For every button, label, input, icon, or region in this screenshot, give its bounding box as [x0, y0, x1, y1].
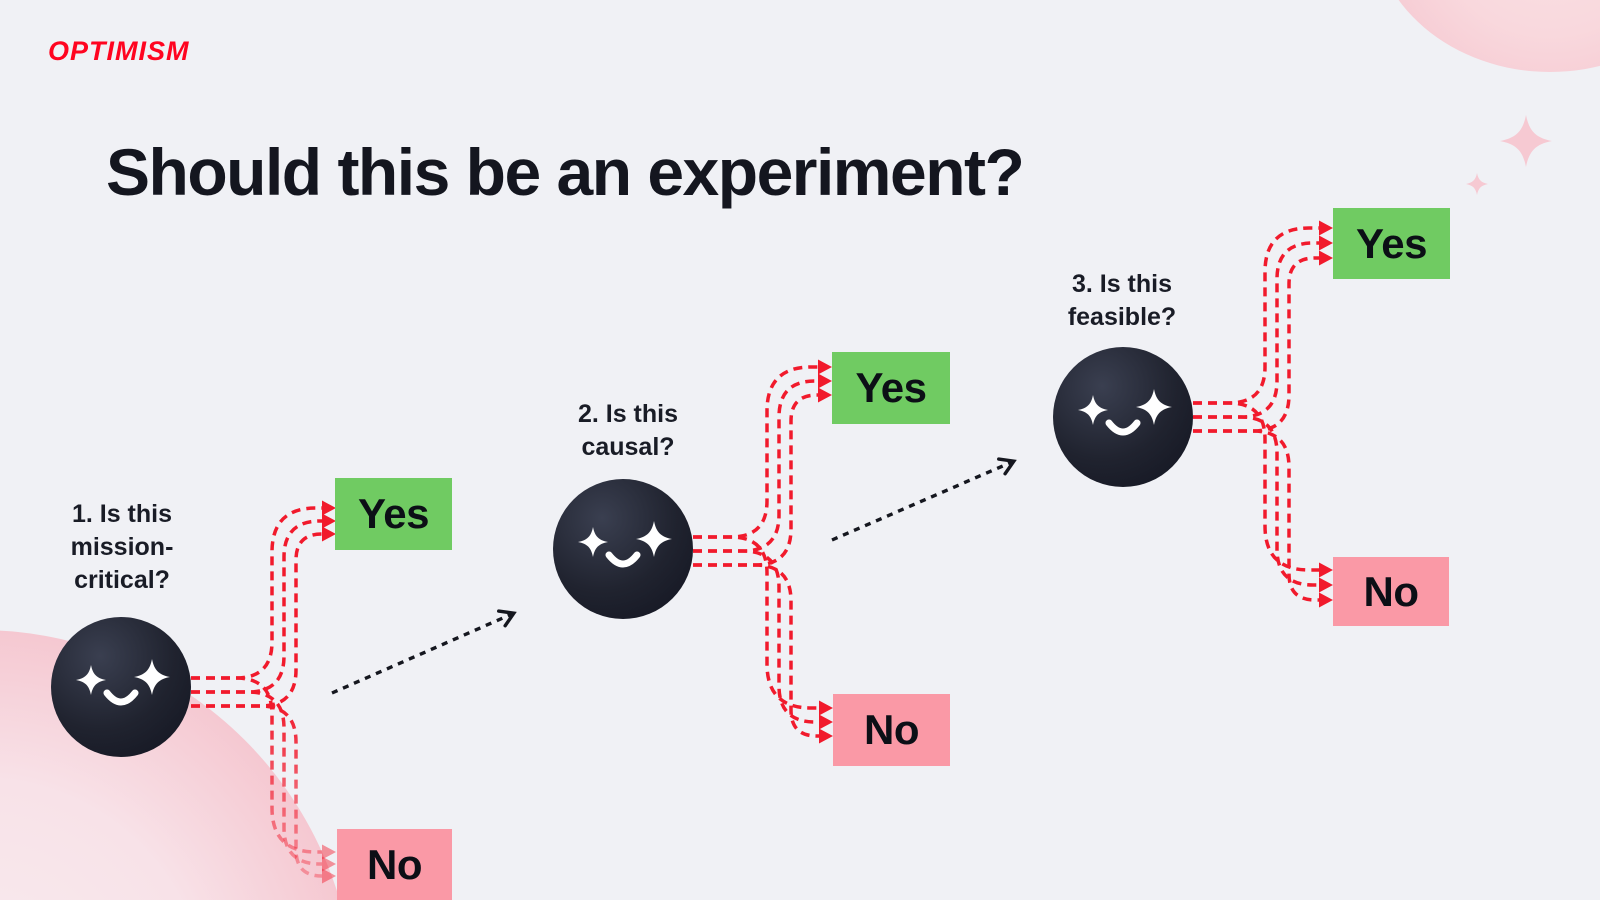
flow-path-no [1178, 415, 1319, 587]
question-1-line: 1. Is this [71, 500, 173, 528]
node-circle [51, 617, 191, 757]
arrowhead-icon [818, 387, 832, 403]
flow-path-no [678, 563, 819, 738]
node-circle [1053, 347, 1193, 487]
question-2-line: 2. Is this [577, 400, 679, 428]
question-3-line: feasible? [1067, 303, 1177, 331]
arrowhead-icon [818, 359, 832, 375]
flow-path-no [176, 690, 322, 866]
decision-node-face [553, 479, 693, 619]
smile-icon [103, 689, 139, 706]
corner-blob-top-right [1398, 0, 1600, 72]
flow-path-yes [1178, 256, 1319, 433]
arrowhead-icon [322, 526, 336, 542]
sparkle-eye-icon [1078, 395, 1108, 425]
arrowhead-icon [1319, 235, 1333, 251]
flow-path-yes [678, 393, 818, 567]
node-circle [553, 479, 693, 619]
question-1-line: mission- [70, 533, 174, 561]
arrowhead-icon [819, 728, 833, 744]
decision-node-face [1053, 347, 1193, 487]
sparkle-eye-icon [578, 527, 608, 557]
flow-path-yes [1178, 241, 1319, 419]
no-box-2: No [833, 694, 950, 766]
flow-path-no [1178, 429, 1319, 602]
arrowhead-icon [322, 868, 336, 884]
yes-box-3: Yes [1333, 208, 1450, 279]
arrowhead-icon [1319, 562, 1333, 578]
flow-path-yes [176, 519, 322, 694]
arrowhead-icon [819, 714, 833, 730]
sparkle-eye-icon [1136, 389, 1172, 425]
arrowhead-icon [819, 700, 833, 716]
brand-logo: OPTIMISM [48, 36, 190, 66]
arrowhead-icon [322, 856, 336, 872]
arrowhead-icon [1319, 250, 1333, 266]
sparkle-decoration-icon [1466, 173, 1488, 195]
question-label-2: 2. Is this causal? [508, 398, 748, 464]
sparkle-eye-icon [134, 659, 170, 695]
sparkle-eye-icon [76, 665, 106, 695]
smile-icon [605, 551, 641, 568]
flow-path-yes [176, 506, 322, 680]
flow-path-no [1178, 401, 1319, 572]
arrowhead-icon [322, 513, 336, 529]
flow-path-yes [678, 379, 818, 553]
flow-path-no [678, 549, 819, 724]
question-3-line: 3. Is this [1071, 270, 1173, 298]
decision-node-face [51, 617, 191, 757]
arrowhead-icon [818, 373, 832, 389]
arrowhead-icon [322, 844, 336, 860]
flow-path-yes [176, 532, 323, 708]
sparkle-eye-icon [636, 521, 672, 557]
question-label-3: 3. Is this feasible? [1002, 268, 1242, 334]
inter-node-arrow [331, 609, 517, 695]
no-box-1: No [337, 829, 452, 900]
arrowhead-icon [1319, 220, 1333, 236]
yes-box-1: Yes [335, 478, 452, 550]
inter-node-arrow [831, 457, 1017, 542]
question-2-line: causal? [581, 433, 675, 461]
sparkle-decoration-icon [1500, 115, 1552, 167]
question-1-line: critical? [74, 566, 170, 594]
yes-box-2: Yes [832, 352, 950, 424]
arrowhead-icon [1319, 592, 1333, 608]
no-box-3: No [1333, 557, 1449, 626]
arrowhead-icon [1319, 577, 1333, 593]
smile-icon [1105, 419, 1141, 436]
flow-path-yes [678, 365, 818, 539]
flow-path-no [176, 704, 323, 878]
page-title: Should this be an experiment? [106, 135, 1025, 209]
flow-path-no [678, 535, 819, 710]
flow-path-yes [1178, 226, 1319, 405]
question-label-1: 1. Is this mission- critical? [2, 498, 242, 597]
flow-path-no [176, 676, 322, 854]
arrowhead-icon [322, 500, 336, 516]
